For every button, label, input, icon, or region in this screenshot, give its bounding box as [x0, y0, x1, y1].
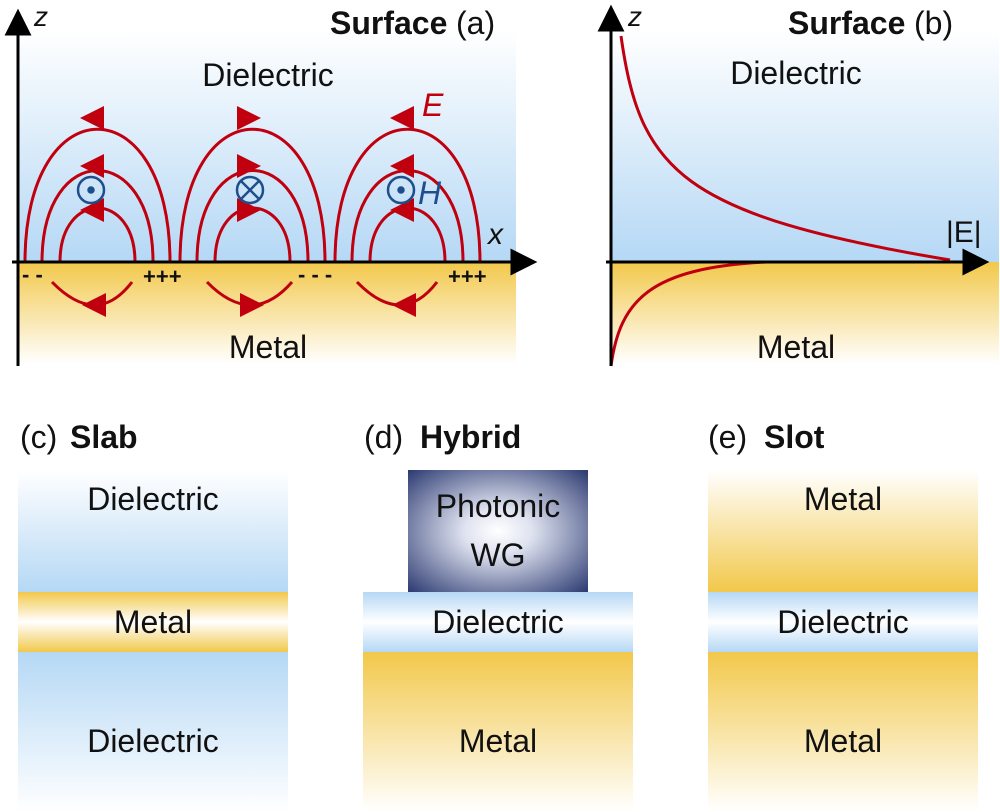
dielectric-decay-curve [619, 35, 951, 262]
x-axis-label: x [486, 218, 504, 251]
panel-title: Surface [788, 5, 905, 41]
panel-b: z |E| Surface (b) Dielectric Metal [597, 1, 999, 367]
layer-label: Dielectric [777, 604, 909, 640]
metal-layer [363, 652, 633, 812]
e-magnitude-label: |E| [946, 216, 982, 249]
panel-title: Hybrid [420, 419, 521, 455]
e-field-label: E [422, 87, 444, 123]
panel-c: (c) Slab Dielectric Metal Dielectric [18, 419, 288, 812]
layer-label: Dielectric [87, 481, 219, 517]
layer-label: Metal [459, 723, 537, 759]
field-decay-curves [609, 35, 951, 367]
dielectric-label: Dielectric [730, 55, 862, 91]
metal-decay-curve [609, 260, 767, 367]
e-field-loop [195, 169, 310, 263]
panel-title: Surface [330, 5, 447, 41]
arrow-right-icon [237, 106, 261, 130]
arrow-left-icon [390, 106, 414, 130]
e-field-arrows [80, 106, 416, 317]
arrow-left-icon [82, 293, 106, 317]
h-into-plane-icon [235, 175, 265, 205]
metal-layer [708, 652, 978, 812]
arrow-left-icon [390, 198, 414, 222]
metal-layer [708, 470, 978, 592]
e-field-loop [178, 128, 327, 263]
h-out-of-plane-icon [76, 175, 106, 205]
metal-layer [18, 592, 288, 652]
e-field-loop [333, 128, 482, 263]
panel-tag: (c) [20, 419, 57, 455]
arrow-right-icon [237, 198, 261, 222]
charge-label: - - - [298, 262, 332, 287]
dielectric-layer [18, 652, 288, 812]
panel-tag: (e) [708, 419, 747, 455]
layer-label: Metal [804, 481, 882, 517]
dielectric-region [611, 30, 999, 262]
arrow-left-icon [80, 106, 104, 130]
z-axis-label: z [33, 1, 48, 32]
photonic-waveguide [408, 470, 588, 592]
layer-label: Metal [804, 723, 882, 759]
panel-e: (e) Slot Metal Dielectric Metal [708, 419, 978, 812]
metal-label: Metal [757, 329, 835, 365]
panel-title: Slot [764, 419, 825, 455]
layer-label: Metal [114, 604, 192, 640]
panel-d: (d) Hybrid Photonic WG Dielectric Metal [363, 419, 633, 812]
dielectric-layer [18, 470, 288, 592]
panel-tag: (b) [914, 5, 953, 41]
layer-label: Dielectric [87, 723, 219, 759]
dielectric-label: Dielectric [202, 57, 334, 93]
charge-label: +++ [143, 264, 182, 289]
h-out-of-plane-icon [386, 175, 416, 205]
h-field-label: H [418, 175, 442, 211]
charge-label: +++ [448, 264, 487, 289]
charge-label: - - [22, 262, 43, 287]
arrow-right-icon [237, 154, 261, 178]
z-axis-label: z [627, 1, 642, 32]
panel-title: Slab [70, 419, 138, 455]
waveguide-label: WG [470, 537, 525, 573]
arrow-left-icon [80, 154, 104, 178]
waveguide-label: Photonic [436, 488, 561, 524]
arrow-left-icon [390, 154, 414, 178]
arrow-left-icon [392, 293, 416, 317]
arrow-left-icon [80, 198, 104, 222]
dielectric-layer [363, 592, 633, 652]
panel-tag: (a) [456, 5, 495, 41]
e-field-loop [23, 128, 172, 263]
h-field-symbols [76, 175, 416, 205]
panel-a: z x Surface (a) Dielectric Metal E H - -… [4, 1, 538, 366]
metal-label: Metal [229, 329, 307, 365]
arrow-right-icon [240, 293, 264, 317]
metal-region [611, 262, 999, 364]
layer-label: Dielectric [432, 604, 564, 640]
panel-tag: (d) [364, 419, 403, 455]
dielectric-layer [708, 592, 978, 652]
